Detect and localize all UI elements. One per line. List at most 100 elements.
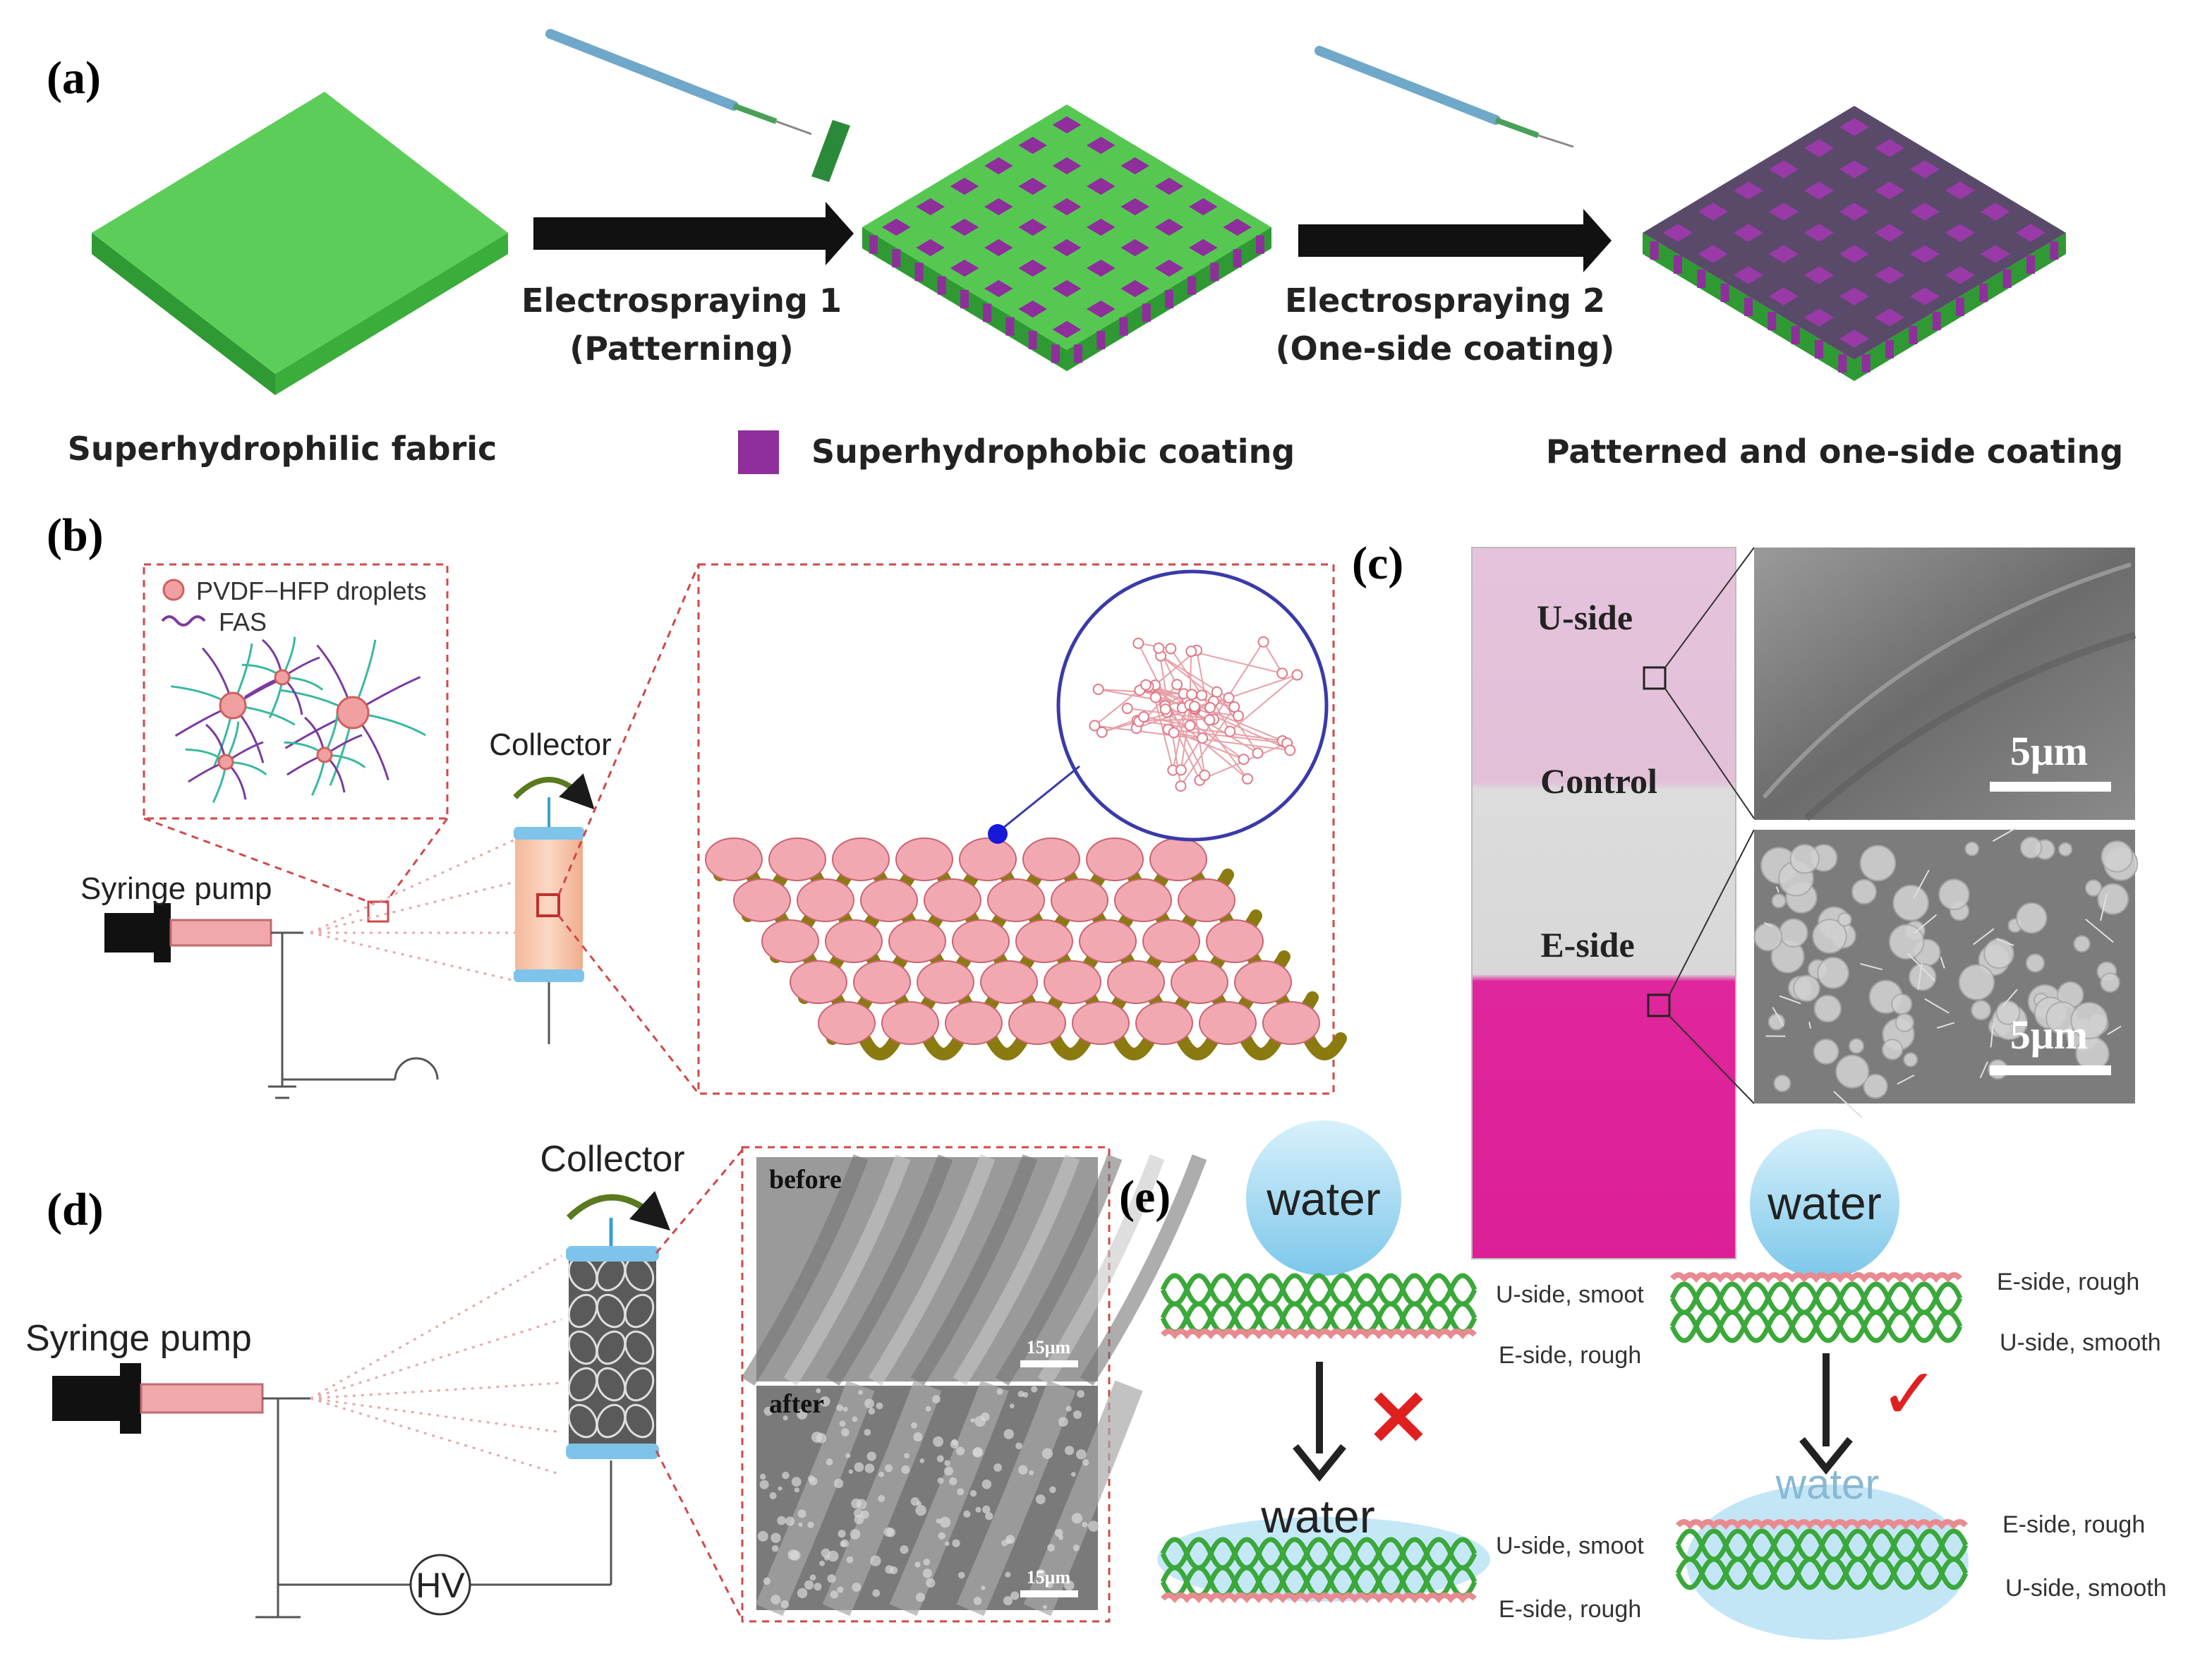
coating-patch	[1052, 116, 1082, 134]
step2-arrow	[1298, 209, 1612, 272]
scale-bar-top-label: 5μm	[2010, 728, 2088, 774]
step1-label-line2: (Patterning)	[569, 329, 794, 368]
coating-patch	[1875, 308, 1904, 327]
coating-patch	[1769, 160, 1799, 179]
coating-patch	[1087, 300, 1116, 318]
coating-patch	[1018, 136, 1047, 155]
circuit-wires	[268, 933, 550, 1099]
u-side-photo-label: U-side	[1537, 598, 1633, 637]
coating-patch	[1945, 181, 1975, 200]
coating-patch	[1087, 136, 1116, 155]
coating-patch	[916, 198, 945, 216]
droplet-legend-label: PVDF−HFP droplets	[196, 576, 426, 605]
e-side-photo-label: E-side	[1540, 925, 1634, 964]
coating-patch	[1154, 177, 1184, 195]
coating-patch	[1804, 181, 1834, 200]
coating-patch	[1910, 245, 1940, 263]
panel-d-label: (d)	[47, 1184, 104, 1235]
coating-patch	[916, 238, 945, 257]
coating-patch	[1052, 157, 1082, 175]
coating-patch	[1087, 218, 1116, 236]
collector-drum	[513, 773, 595, 982]
coating-patch	[950, 218, 979, 236]
coating-patch	[1087, 259, 1116, 277]
coating-patch	[1804, 266, 1834, 284]
coating-patch	[1120, 279, 1149, 298]
scale-after-label: 15μm	[1027, 1567, 1071, 1588]
coating-patch	[1018, 259, 1047, 277]
mask-pattern-icon	[811, 120, 850, 182]
coating-patch	[1734, 181, 1763, 200]
coating-patch	[1839, 160, 1869, 179]
coating-patch	[1804, 308, 1834, 327]
coating-patch	[1120, 198, 1149, 216]
coating-patch	[1945, 224, 1975, 242]
one-side-coated-fabric-block	[1643, 106, 2066, 381]
syringe-icon	[545, 29, 812, 135]
label-right-bottom-lower: U-side, smooth	[2005, 1575, 2167, 1602]
step2-label-line2: (One-side coating)	[1276, 329, 1615, 368]
spray-cone	[310, 838, 516, 982]
water-spread-left	[1157, 1517, 1490, 1602]
fabric-left-bottom	[1160, 1537, 1477, 1604]
control-photo-label: Control	[1540, 761, 1657, 801]
coating-patch	[950, 177, 979, 195]
woven-fabric-illustration	[705, 837, 1347, 1060]
sem-particles	[1753, 828, 2139, 1118]
water-label-left-bottom: water	[1260, 1490, 1374, 1542]
coating-patch	[950, 259, 979, 277]
panel-c: (c) U-side Control E-side 5μm 5μm	[1352, 538, 2139, 1259]
panel-a-label: (a)	[47, 52, 101, 104]
coating-patch	[1839, 245, 1869, 263]
after-label: after	[769, 1389, 824, 1419]
coating-patch	[1839, 202, 1869, 221]
coating-patch	[984, 198, 1013, 216]
droplet-legend-icon	[162, 579, 185, 601]
coating-patch	[1154, 259, 1184, 277]
coating-patch	[1910, 160, 1940, 179]
panel-d: (d) Syringe pump HV	[25, 1139, 1207, 1623]
coating-patch	[1154, 218, 1184, 236]
panel-b-label: (b)	[47, 509, 104, 561]
coating-patch	[1698, 245, 1728, 263]
coating-patch	[1910, 202, 1940, 221]
label-left-top-lower: E-side, rough	[1499, 1342, 1641, 1369]
fas-molecule-cluster	[170, 636, 426, 803]
coating-patch	[1804, 224, 1834, 242]
coating-patch	[1223, 218, 1252, 236]
spray-cone-d	[310, 1254, 562, 1476]
cross-icon: ✕	[1366, 1375, 1431, 1462]
coating-patch	[1120, 238, 1149, 257]
label-right-top-upper: E-side, rough	[1997, 1269, 2139, 1295]
coating-patch	[1981, 245, 2010, 263]
scale-bar-bottom-label: 5μm	[2010, 1012, 2088, 1058]
coating-patch	[1804, 139, 1834, 157]
water-droplet-right-top	[1750, 1129, 1899, 1278]
zoom-origin-dot	[988, 824, 1008, 844]
before-label: before	[769, 1165, 842, 1195]
coating-patch	[1734, 224, 1763, 242]
step1-label-line1: Electrospraying 1	[521, 282, 842, 320]
coating-patch	[984, 279, 1013, 298]
fas-legend-label: FAS	[219, 607, 267, 636]
coating-patch	[1875, 266, 1904, 284]
collector-label-d: Collector	[540, 1139, 684, 1180]
circuit-wires-d	[255, 1398, 612, 1619]
panel-b: (b) PVDF−HFP droplets FAS Syringe pump	[47, 509, 1347, 1099]
coating-patch	[1663, 224, 1693, 242]
coating-patch	[1052, 238, 1082, 257]
patterned-fabric-block	[862, 104, 1271, 371]
coating-patch	[1875, 224, 1904, 242]
label-right-top-lower: U-side, smooth	[2000, 1329, 2161, 1356]
coating-patch	[1052, 279, 1082, 298]
syringe-pump-icon	[52, 1363, 310, 1434]
fabric-right-bottom	[1675, 1519, 1969, 1590]
coating-patch	[1839, 118, 1869, 136]
collector-label: Collector	[489, 727, 612, 762]
coating-patch	[1052, 198, 1082, 216]
sem-before-fibers	[741, 1154, 1207, 1386]
coating-patch	[1018, 218, 1047, 236]
coating-patch	[1189, 238, 1218, 257]
fabric-left-top	[1160, 1273, 1477, 1340]
coating-patch	[1189, 198, 1218, 216]
